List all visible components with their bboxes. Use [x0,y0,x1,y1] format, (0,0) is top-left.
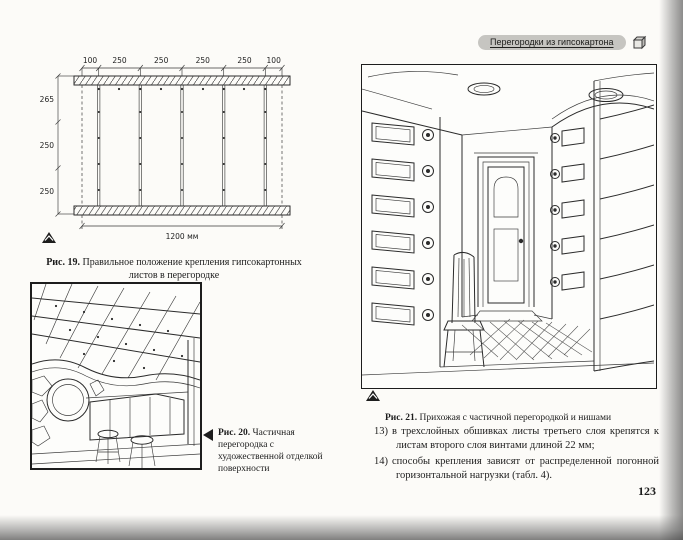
fig21-caption-text: Прихожая с частичной перегородкой и ниша… [417,412,612,423]
fig19-caption: Рис. 19. Правильное положение крепления … [38,257,310,282]
page-number: 123 [638,484,656,498]
fig20-caption-text: Частичная перегородка с художественной о… [218,428,323,474]
fig19-diagram: 100 250 250 250 250 100 [40,56,291,241]
dim-label: 250 [40,187,55,196]
triangle-marker-icon [366,390,380,401]
dim-label: 250 [154,56,169,65]
list-item-text: способы крепления зависят от распределен… [392,455,659,481]
list-item-number: 14) [374,455,388,467]
dim-label: 250 [112,56,127,65]
dim-label: 1200 мм [166,232,199,241]
left-pointer-icon [203,429,213,441]
fig20-frame [30,282,202,470]
cube-icon [632,35,646,50]
fig20-caption: Рис. 20. Частичная перегородка с художес… [218,428,329,476]
fig21-frame [361,64,657,389]
dim-label: 250 [196,56,211,65]
fig21-caption: Рис. 21. Прихожая с частичной перегородк… [385,413,655,425]
page-shadow-right [659,0,683,540]
list-item: 13) в трехслойных обшивках листы третьего… [374,425,659,453]
page-shadow-bottom [0,515,683,540]
dim-label: 250 [40,141,55,150]
chapter-header-label: Перегородки из гипсокартона [478,34,626,50]
page-header: Перегородки из гипсокартона [478,34,647,50]
dim-label: 250 [237,56,252,65]
triangle-marker-icon [42,232,56,243]
body-text: 13) в трехслойных обшивках листы третьего… [374,425,659,484]
fig21-illustration [361,71,655,376]
dim-label: 100 [267,56,282,65]
fig20-caption-label: Рис. 20. [218,428,251,438]
list-item-text: в трехслойных обшивках листы третьего сл… [392,426,659,451]
fig19-caption-label: Рис. 19. [46,257,80,268]
fig20-illustration [31,283,201,468]
fig19-caption-text: Правильное положение крепления гипсокарт… [80,257,302,281]
fig21-caption-label: Рис. 21. [385,412,418,423]
list-item-number: 13) [374,426,388,437]
fig20-caption-block: Рис. 20. Частичная перегородка с художес… [203,428,329,476]
list-item: 14) способы крепления зависят от распреде… [374,455,659,483]
dim-label: 100 [83,56,98,65]
dim-label: 265 [40,95,55,104]
